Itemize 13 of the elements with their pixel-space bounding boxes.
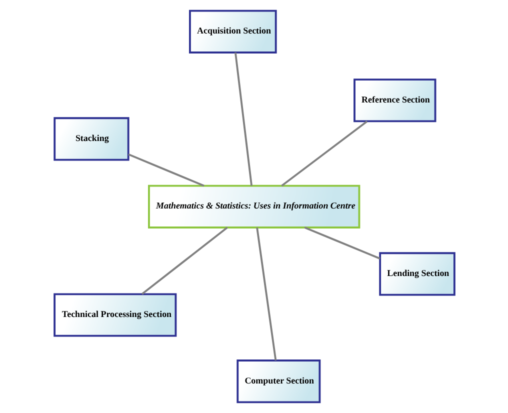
connector xyxy=(304,226,380,260)
node-box: Computer Section xyxy=(236,360,320,404)
connector xyxy=(256,227,276,361)
connector xyxy=(128,153,204,187)
connector xyxy=(280,120,368,187)
node-box: Lending Section xyxy=(378,252,455,296)
connector xyxy=(234,52,252,186)
connector xyxy=(141,226,228,295)
node-box: Reference Section xyxy=(353,78,436,122)
node-box: Acquisition Section xyxy=(188,10,276,54)
node-box: Technical Processing Section xyxy=(53,293,176,337)
node-box: Mathematics & Statistics: Uses in Information Centre xyxy=(148,184,360,228)
node-box: Stacking xyxy=(53,117,129,161)
